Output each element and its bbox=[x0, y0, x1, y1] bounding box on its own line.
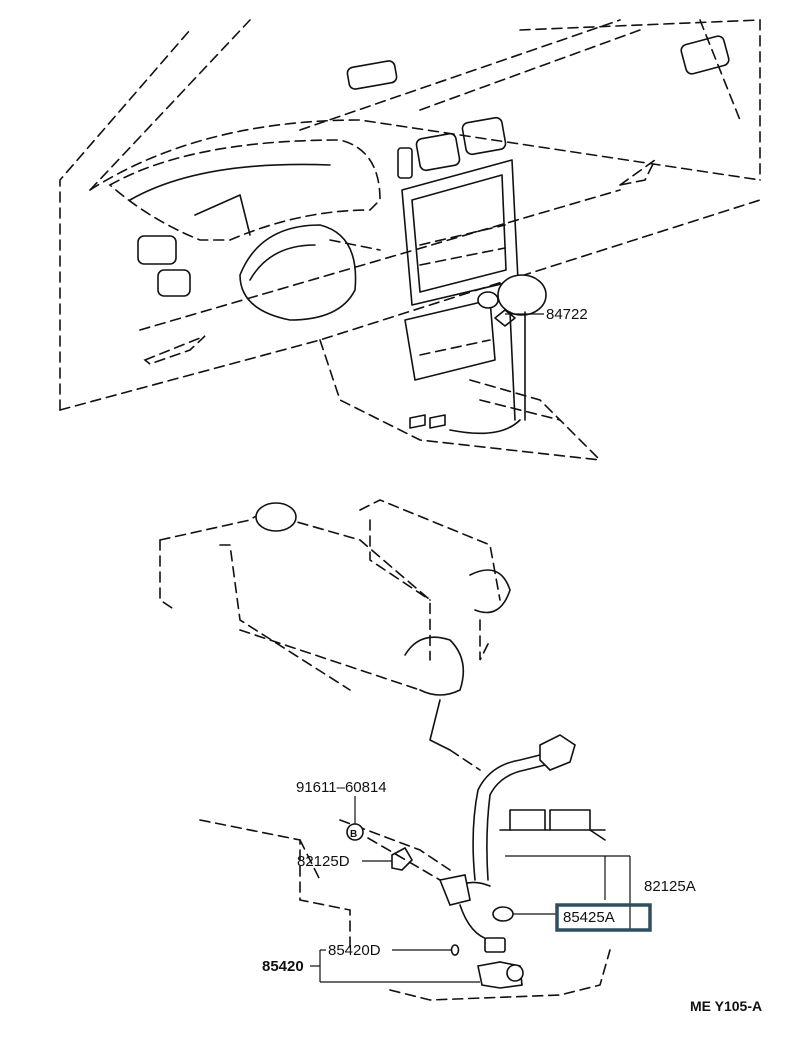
highlight-box bbox=[555, 903, 652, 932]
bolt-marker-b: B bbox=[350, 829, 357, 840]
diagram-code: ME Y105-A bbox=[690, 998, 762, 1014]
part-label-85425A: 85425A bbox=[563, 909, 615, 926]
engine-illustration bbox=[159, 499, 631, 1001]
part-label-82125D: 82125D bbox=[297, 853, 350, 870]
part-label-85420: 85420 bbox=[262, 958, 304, 975]
part-label-82125A: 82125A bbox=[644, 878, 696, 895]
part-label-85420D: 85420D bbox=[328, 942, 381, 959]
part-label-84722: 84722 bbox=[546, 306, 588, 323]
dashboard-illustration bbox=[59, 19, 761, 461]
part-label-91611-60814: 91611–60814 bbox=[296, 779, 387, 796]
